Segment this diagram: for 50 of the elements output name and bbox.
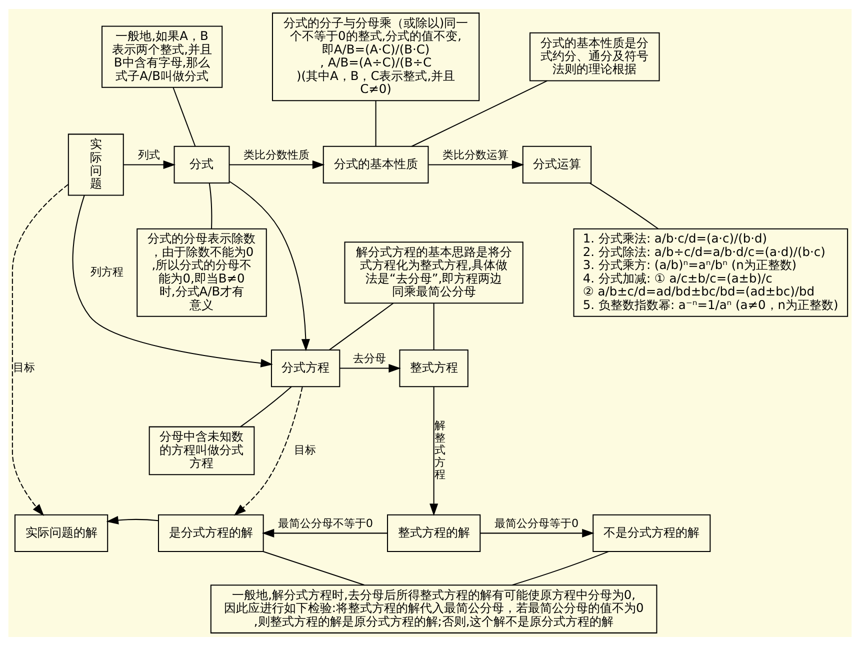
- arrow: [428, 160, 524, 168]
- arrow: [430, 386, 438, 516]
- node-box: 解分式方程的基本思路是将分式方程化为整式方程,具体做法是“去分母”,即方程两边同乘最简公分母: [344, 241, 524, 304]
- node-box: 分母中含未知数的方程叫做分式方程: [148, 426, 255, 475]
- node-box: 分式运算: [522, 145, 592, 184]
- connector: [375, 100, 376, 146]
- connector: [208, 182, 212, 228]
- connector: [512, 550, 609, 586]
- arrow: [229, 160, 325, 168]
- node-box: 分式的分母表示除数，由于除数不能为0,所以分式的分母不能为0,即当B≠0时,分式A/B才有意义: [136, 228, 267, 316]
- node-box: 整式方程: [399, 348, 468, 387]
- arrow: [106, 515, 158, 524]
- arrow: [234, 386, 303, 516]
- edge-label: 解整式方程: [434, 418, 446, 481]
- edge-label: 去分母: [353, 351, 386, 364]
- edge-label: 类比分数运算: [442, 148, 509, 161]
- edge-label: 最简公分母等于0: [494, 516, 579, 530]
- connector: [240, 386, 292, 427]
- node-box: 一般地,解分式方程时,去分母后所得整式方程的解有可能使原方程中分母为0,因此应进行如下检验:将整式方程的解代入最简公分母，若最简公分母的值不为0,则整式方程的解是原分式方程的解;否则,这个解不是原分式方程的解: [210, 584, 658, 633]
- node-box: 1. 分式乘法: a/b·c/d=(a·c)/(b·d) 2. 分式除法: a/b÷c/d=a/b·d/c=(a·d)/(b·c) 3. 分式乘方: (a/b)ⁿ=aⁿ/bⁿ (n为正整数) 4. 分式加减: ① a/c±b/c=(a±b)/c ② a/b±c/d=ad/bd±bc/bd=(ad±bc)/bd 5. 负整数指数幂: a⁻ⁿ=1/aⁿ (a≠0，n为正整数): [573, 228, 848, 316]
- edge-label: 类比分数性质: [243, 148, 310, 161]
- connector: [329, 302, 394, 350]
- arrow: [262, 528, 388, 537]
- connector: [172, 86, 196, 146]
- arrow: [229, 180, 310, 351]
- node-box: 分式的分子与分母乘（或除以)同一个不等于0的整式,分式的值不变,即A/B=(A·C)/(B·C), A/B=(A÷C)/(B÷C)(其中A，B，C表示整式,并且C≠0): [272, 12, 480, 101]
- connector: [263, 550, 364, 585]
- node-box: 实际问题: [68, 133, 124, 196]
- node-box: 分式方程: [270, 348, 340, 387]
- node-box: 是分式方程的解: [158, 514, 264, 552]
- edge-label: 最简公分母不等于0: [278, 516, 373, 530]
- connector: [590, 182, 658, 229]
- node-box: 实际问题的解: [14, 514, 108, 552]
- connector: [433, 302, 434, 350]
- connector: [411, 80, 548, 146]
- arrow: [340, 364, 401, 372]
- node-box: 不是分式方程的解: [592, 514, 711, 552]
- node-box: 分式: [174, 145, 230, 184]
- arrow: [72, 194, 273, 367]
- edge-label: 列式: [138, 148, 160, 161]
- node-box: 一般地,如果A，B表示两个整式,并且B中含有字母,那么式子A/B叫做分式: [102, 25, 223, 88]
- node-box: 分式的基本性质是分式约分、通分及符号法则的理论根据: [530, 32, 660, 81]
- arrow: [480, 528, 594, 537]
- edge-label: 列方程: [90, 264, 124, 278]
- edge-label: 目标: [13, 360, 36, 374]
- arrow: [12, 184, 68, 516]
- edge-label: 目标: [294, 443, 316, 456]
- node-box: 整式方程的解: [387, 514, 481, 552]
- arrow: [123, 160, 176, 168]
- node-box: 分式的基本性质: [322, 145, 429, 184]
